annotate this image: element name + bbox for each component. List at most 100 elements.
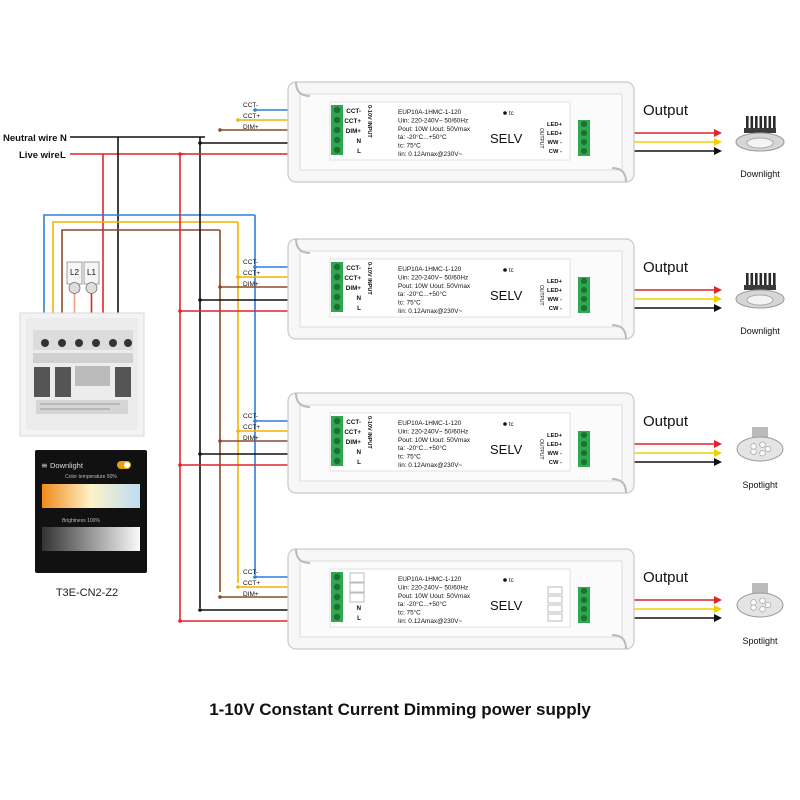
terminal-screw	[333, 293, 341, 301]
spotlight-icon	[736, 427, 784, 462]
output-terminal-label: WW -	[548, 140, 563, 146]
wire-label-dim-plus: DIM+	[243, 435, 259, 442]
led-chip	[759, 597, 766, 604]
terminal-screw	[333, 263, 341, 271]
led-chip	[750, 604, 757, 611]
output-terminal-label: CW -	[549, 306, 562, 312]
terminal-screw	[581, 459, 587, 465]
tc-dot	[503, 422, 507, 426]
heatsink-fin	[750, 116, 754, 130]
driver-spec-power-spec: Pout: 10W Uout: 50Vmax	[398, 283, 471, 290]
driver-spec-case-temp: tc: 75°C	[398, 453, 421, 461]
terminal-screw	[581, 296, 587, 302]
driver-spec-model: EUP10A-1HMC-1-120	[398, 266, 462, 273]
output-terminal-block	[578, 587, 590, 623]
tc-dot	[503, 111, 507, 115]
blank-terminal-label	[547, 604, 563, 613]
heatsink-fin	[750, 273, 754, 287]
driver-spec-ambient-spec: ta: -20°C...+50°C	[398, 133, 447, 141]
wire-label-dim-plus: DIM+	[243, 281, 259, 288]
wire-junction	[236, 429, 240, 433]
output-terminal-block	[578, 277, 590, 313]
switch-pot-l1	[83, 261, 100, 294]
terminal-screw	[333, 583, 341, 591]
led-chip	[759, 441, 766, 448]
terminal-screw	[581, 588, 587, 594]
heatsink-fin	[768, 116, 772, 130]
wire-label-cct-plus: CCT+	[243, 270, 260, 277]
spotlight-trim	[736, 436, 784, 462]
wire-junction	[178, 619, 182, 623]
wire-label-cct-minus: CCT-	[243, 569, 258, 576]
input-terminal-label: CCT+	[344, 275, 361, 282]
wire-junction	[218, 595, 222, 599]
fixture-label: Downlight	[740, 169, 780, 179]
terminal-screw	[333, 427, 341, 435]
driver-hook	[295, 548, 311, 564]
terminal-screw	[333, 573, 341, 581]
input-terminal-label: L	[357, 305, 361, 312]
heatsink-fin	[759, 116, 763, 130]
output-terminal-block	[578, 431, 590, 467]
output-terminal-label: LED+	[547, 279, 563, 285]
blank-terminal-label	[349, 582, 365, 593]
heatsink-fin	[755, 273, 758, 287]
input-terminal-label: CCT+	[344, 429, 361, 436]
led-chip	[750, 448, 757, 455]
brightness-slider[interactable]	[42, 527, 140, 551]
input-terminal-label: CCT-	[346, 419, 361, 426]
driver-spec-ambient-spec: ta: -20°C...+50°C	[398, 444, 447, 452]
terminal-screw	[581, 615, 587, 621]
tc-mark: tc	[509, 578, 514, 584]
wire-junction	[218, 439, 222, 443]
wire-label-cct-plus: CCT+	[243, 113, 260, 120]
driver-spec-model: EUP10A-1HMC-1-120	[398, 420, 462, 427]
terminal-screw	[333, 437, 341, 445]
terminal-l1-label: L1	[87, 268, 96, 277]
terminal-screw	[333, 106, 341, 114]
input-terminal-label: L	[357, 459, 361, 466]
input-terminal-label: N	[356, 295, 361, 302]
fixture-label: Spotlight	[742, 636, 778, 646]
driver-hook	[611, 167, 627, 183]
terminal-screw	[333, 613, 341, 621]
tc-mark: tc	[509, 268, 514, 274]
heatsink-base	[744, 128, 776, 133]
output-terminal-label: CW -	[549, 460, 562, 466]
wire-label-dim-plus: DIM+	[243, 124, 259, 131]
output-heading: Output	[643, 102, 689, 119]
wire-label-cct-plus: CCT+	[243, 424, 260, 431]
panel-power-toggle[interactable]	[117, 461, 131, 469]
downlight-lens	[746, 137, 774, 149]
input-terminal-label: N	[356, 605, 361, 612]
terminal-screw	[333, 146, 341, 154]
spotlight-icon	[736, 583, 784, 618]
output-side-label: OUTPUT	[538, 128, 544, 149]
selv-mark: SELV	[490, 131, 523, 146]
output-terminal-label: CW -	[549, 149, 562, 155]
terminal-screw	[333, 417, 341, 425]
wire-junction	[178, 463, 182, 467]
wire	[52, 221, 238, 340]
heatsink-fin	[764, 273, 767, 287]
tc-mark: tc	[509, 422, 514, 428]
wire-junction	[253, 575, 257, 579]
input-terminal-label: L	[357, 148, 361, 155]
wire-label-cct-minus: CCT-	[243, 413, 258, 420]
output-terminal-label: WW -	[548, 451, 563, 457]
wire-label-cct-plus: CCT+	[243, 580, 260, 587]
terminal-screw	[333, 136, 341, 144]
driver-spec-case-temp: tc: 75°C	[398, 142, 421, 150]
driver-hook	[611, 478, 627, 494]
wire-label-cct-minus: CCT-	[243, 259, 258, 266]
driver-spec-input-spec: Uin: 220-240V~ 50/60Hz	[398, 584, 468, 591]
driver-spec-power-spec: Pout: 10W Uout: 50Vmax	[398, 126, 471, 133]
driver-label-panel	[329, 258, 571, 318]
heatsink-base	[744, 285, 776, 290]
terminal-screw	[581, 139, 587, 145]
input-side-label: 0-10V INPUT	[366, 416, 372, 449]
tc-mark: tc	[509, 111, 514, 117]
color-temperature-slider[interactable]	[42, 484, 140, 508]
